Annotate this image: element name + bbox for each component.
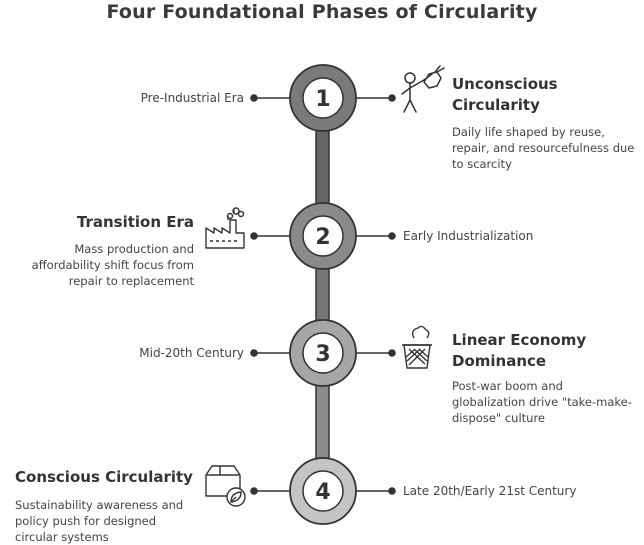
phase-title-2-line-1: Transition Era (76, 213, 194, 231)
phase-description-2: Mass production and affordability shift … (31, 242, 194, 288)
phase-description-1: Daily life shaped by reuse, repair, and … (452, 125, 635, 171)
phase-title-4: Conscious Circularity (15, 467, 193, 488)
phase-node-1: 1 (289, 64, 357, 132)
phase-description-3: Post-war boom and globalization drive "t… (452, 379, 632, 425)
phase-node-2: 2 (289, 202, 357, 270)
phase-title-3: Linear Economy Dominance (452, 330, 586, 372)
person-carrying-bundle-icon (401, 65, 445, 113)
era-label-2: Early Industrialization (403, 229, 534, 243)
phase-number-1: 1 (315, 87, 330, 112)
era-label-4: Late 20th/Early 21st Century (403, 484, 577, 498)
phase-description-4: Sustainability awareness and policy push… (15, 498, 184, 544)
phase-title-1-line-2: Circularity (452, 96, 540, 114)
era-label-1: Pre-Industrial Era (140, 91, 244, 105)
box-with-leaf-icon (205, 465, 246, 507)
phase-title-3-line-2: Dominance (452, 352, 547, 370)
spine-segment-3-4 (315, 377, 330, 467)
phase-title-1: Unconscious Circularity (452, 74, 558, 116)
spine-segment-1-2 (315, 121, 330, 215)
factory-icon (205, 207, 245, 249)
phase-title-2: Transition Era (77, 212, 194, 233)
phase-title-1-line-1: Unconscious (452, 75, 558, 93)
phase-title-4-line-1: Conscious Circularity (15, 468, 193, 486)
era-label-3: Mid-20th Century (139, 346, 244, 360)
waste-basket-icon (402, 325, 432, 369)
phase-node-4: 4 (289, 457, 357, 525)
phase-title-3-line-1: Linear Economy (452, 331, 587, 349)
diagram-title: Four Foundational Phases of Circularity (106, 1, 538, 23)
phase-number-4: 4 (315, 480, 330, 505)
phase-node-3: 3 (289, 319, 357, 387)
phase-number-2: 2 (315, 225, 330, 250)
phase-number-3: 3 (315, 342, 330, 367)
